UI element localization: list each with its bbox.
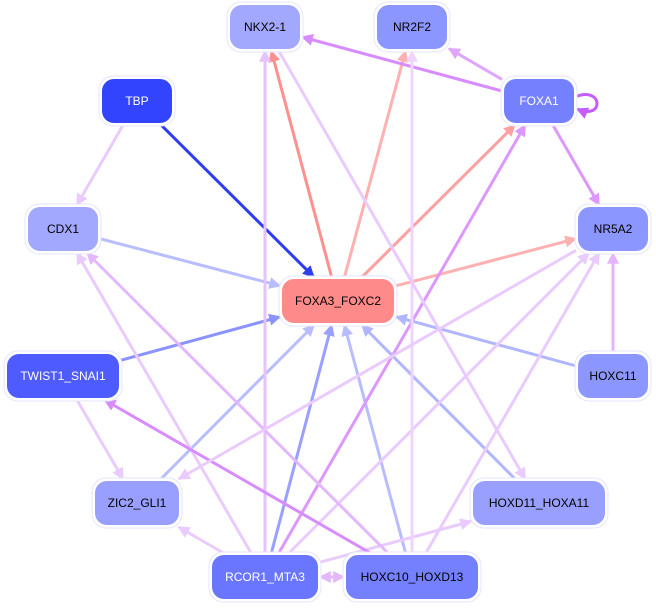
node-twist1_snai1[interactable]: TWIST1_SNAI1 [3, 350, 123, 402]
node-box[interactable] [282, 279, 394, 323]
edge-hoxc10_hoxd13-to-cdx1 [86, 251, 389, 555]
node-label: FOXA3_FOXC2 [295, 294, 381, 308]
node-tbp[interactable]: TBP [98, 75, 176, 127]
edge-tbp-to-cdx1 [75, 124, 125, 207]
node-label: CDX1 [47, 222, 79, 236]
edge-rcor1_mta3-to-foxa3_foxc2 [269, 323, 335, 554]
edge-tbp-to-foxa3_foxc2 [160, 123, 315, 279]
node-label: TWIST1_SNAI1 [20, 369, 106, 383]
edge-rcor1_mta3-to-foxa1 [277, 123, 527, 554]
edge-nr5a2-to-zic2_gli1 [177, 248, 577, 481]
node-box[interactable] [346, 555, 478, 599]
node-nr5a2[interactable]: NR5A2 [574, 203, 652, 255]
node-box[interactable] [7, 354, 119, 398]
node-hoxd11_hoxa11[interactable]: HOXD11_HOXA11 [469, 477, 609, 529]
node-box[interactable] [578, 354, 648, 398]
node-label: HOXC11 [589, 369, 636, 383]
edge-foxa1-to-nkx2-1 [300, 34, 503, 93]
node-label: HOXD11_HOXA11 [489, 496, 590, 510]
edges-layer [75, 34, 619, 583]
node-box[interactable] [28, 207, 98, 251]
node-label: NR2F2 [393, 20, 431, 34]
edge-foxa3_foxc2-to-nr5a2 [395, 235, 578, 288]
node-box[interactable] [473, 481, 605, 525]
edge-hoxc10_hoxd13-to-twist1_snai1 [103, 398, 372, 555]
node-hoxc10_hoxd13[interactable]: HOXC10_HOXD13 [342, 551, 482, 603]
edge-foxa3_foxc2-to-foxa1 [361, 123, 516, 279]
node-hoxc11[interactable]: HOXC11 [574, 350, 652, 402]
edge-foxa3_foxc2-to-nr2f2 [343, 49, 409, 278]
node-label: RCOR1_MTA3 [225, 570, 305, 584]
node-label: TBP [125, 94, 148, 108]
node-box[interactable] [102, 79, 172, 123]
edge-foxa1-to-nr2f2 [447, 47, 503, 81]
node-box[interactable] [95, 481, 179, 525]
edge-twist1_snai1-to-zic2_gli1 [75, 399, 125, 481]
node-cdx1[interactable]: CDX1 [24, 203, 102, 255]
node-box[interactable] [212, 555, 318, 599]
node-foxa1[interactable]: FOXA1 [500, 75, 578, 127]
node-label: HOXC10_HOXD13 [361, 570, 464, 584]
edge-twist1_snai1-to-foxa3_foxc2 [120, 313, 282, 362]
node-nkx2-1[interactable]: NKX2-1 [226, 1, 304, 53]
edge-foxa1-to-foxa1 [574, 93, 599, 119]
node-foxa3_foxc2[interactable]: FOXA3_FOXC2 [278, 275, 398, 327]
edge-hoxc10_hoxd13-to-foxa3_foxc2 [341, 323, 408, 554]
edge-rcor1_mta3-to-zic2_gli1 [177, 525, 225, 555]
edge-cdx1-to-foxa3_foxc2 [99, 237, 282, 289]
edge-hoxc10_hoxd13-to-nr5a2 [424, 251, 601, 554]
node-label: NKX2-1 [244, 20, 286, 34]
edge-foxa3_foxc2-to-nkx2-1 [268, 49, 334, 278]
node-label: FOXA1 [519, 94, 559, 108]
node-box[interactable] [578, 207, 648, 251]
node-nr2f2[interactable]: NR2F2 [373, 1, 451, 53]
node-box[interactable] [504, 79, 574, 123]
edge-nkx2-1-to-hoxd11_hoxa11 [277, 50, 527, 481]
node-box[interactable] [377, 5, 447, 49]
node-label: ZIC2_GLI1 [108, 496, 167, 510]
edge-rcor1_mta3-to-hoxd11_hoxa11 [319, 518, 473, 564]
node-label: NR5A2 [594, 222, 633, 236]
edge-rcor1_mta3-to-cdx1 [75, 251, 253, 554]
node-rcor1_mta3[interactable]: RCOR1_MTA3 [208, 551, 322, 603]
node-box[interactable] [230, 5, 300, 49]
edge-foxa1-to-nr5a2 [551, 124, 601, 207]
edge-hoxc11-to-foxa3_foxc2 [394, 313, 577, 368]
node-zic2_gli1[interactable]: ZIC2_GLI1 [91, 477, 183, 529]
